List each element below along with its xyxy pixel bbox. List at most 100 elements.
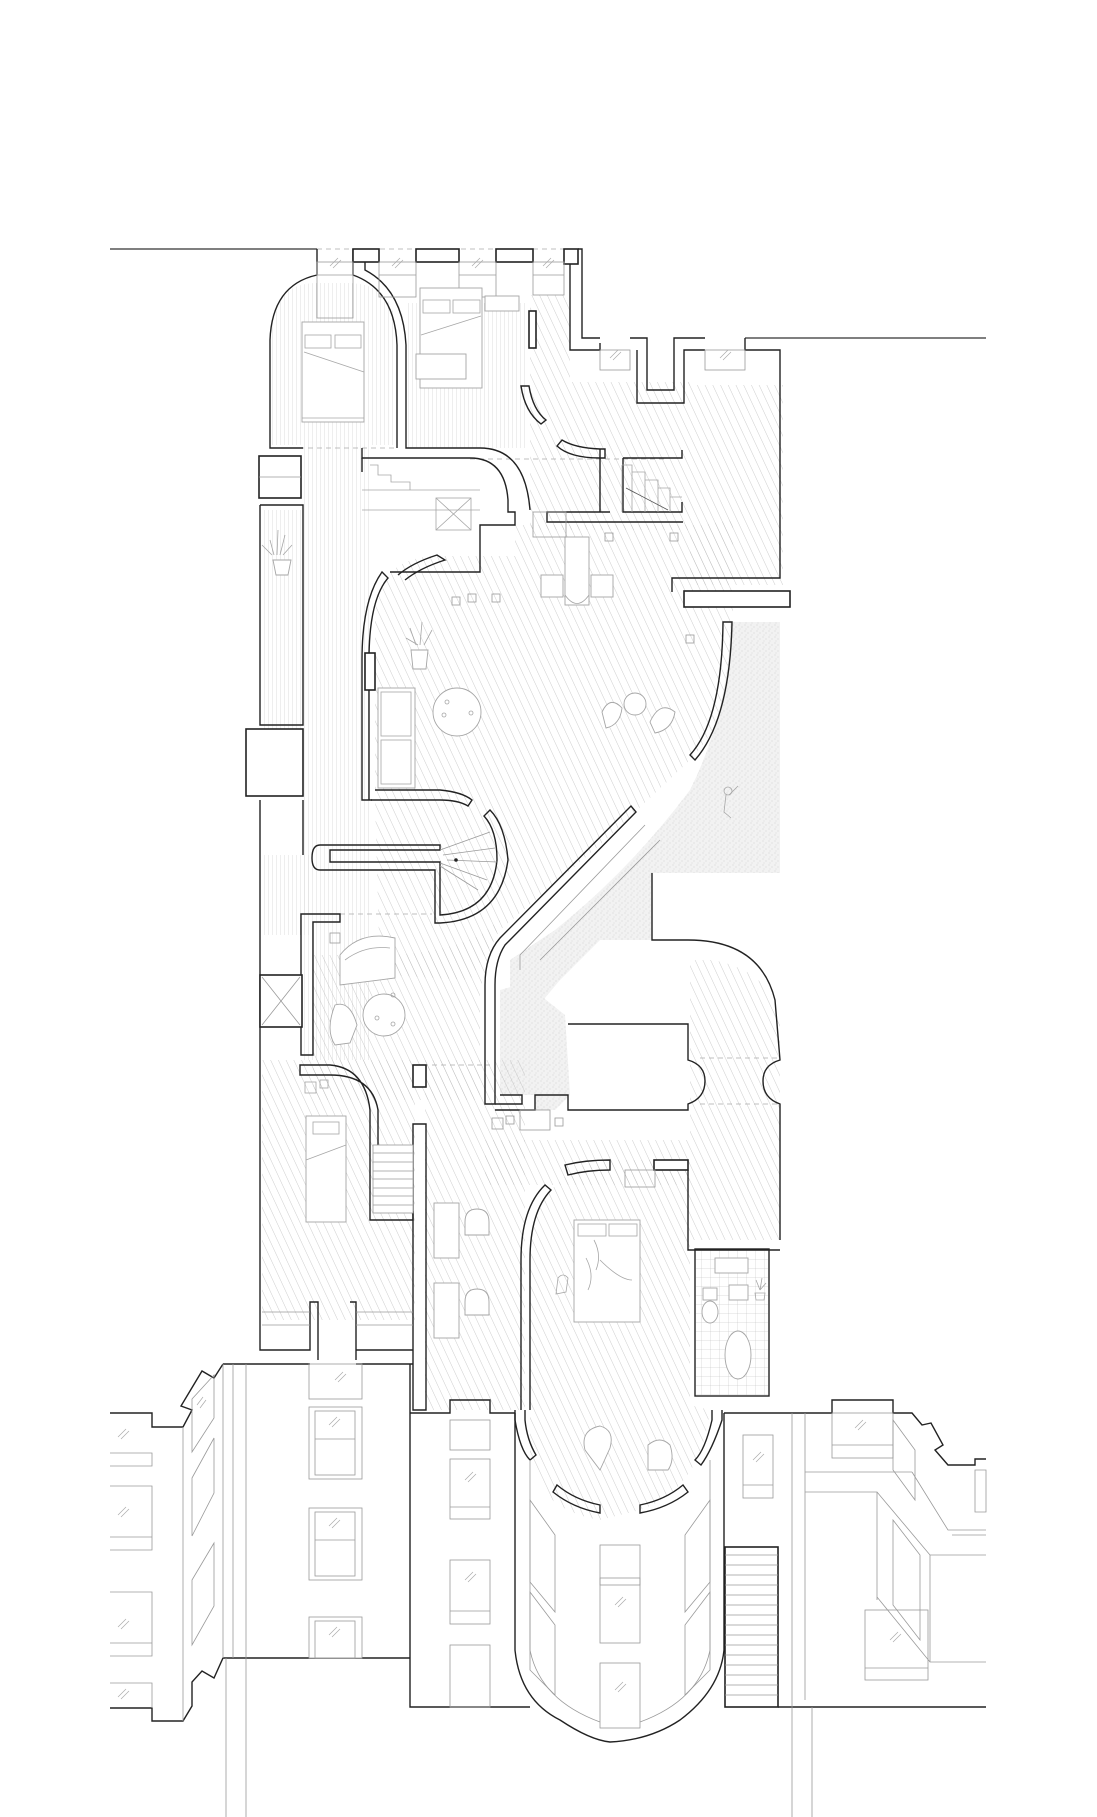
windows-west-far <box>110 1452 153 1708</box>
sofa-living <box>377 687 416 789</box>
tower-window-2 <box>599 1662 641 1729</box>
window-west-2 <box>308 1507 363 1581</box>
wall-oval-bedroom-west <box>520 1184 553 1410</box>
spiral-stair <box>311 809 509 924</box>
floor-living-room <box>375 520 733 980</box>
stair-northwest-unit <box>362 464 480 531</box>
wall-east-outer <box>671 338 781 592</box>
window-north-6 <box>704 349 746 371</box>
spiral-stair-treads <box>439 831 498 891</box>
stair-north-hall <box>621 464 682 512</box>
wall-stair-core <box>546 449 683 523</box>
walls-living <box>361 554 781 1240</box>
floor-corridor-west-strip <box>263 510 303 730</box>
closet-north-2 <box>669 532 679 542</box>
spiral-stair-arrow <box>454 858 458 862</box>
facade-east-lines <box>791 1413 986 1817</box>
double-bed-north-arched <box>301 321 365 423</box>
stair-east-treads <box>725 1554 778 1696</box>
wall-oval-bedroom-north <box>564 1159 611 1176</box>
wall-block-north-2 <box>415 248 460 263</box>
oval-bedroom-threshold <box>624 1169 656 1188</box>
potted-plant-living <box>405 621 433 670</box>
wall-block-north-4 <box>563 248 579 265</box>
facade-south <box>110 1363 987 1817</box>
wall-block-north-3 <box>495 248 534 263</box>
windows-east <box>742 1412 987 1681</box>
figures-oval <box>555 1274 569 1295</box>
windows-west-bay <box>191 1373 215 1647</box>
window-north-4 <box>532 261 565 296</box>
wall-notch <box>630 337 705 404</box>
stair-treads-bedroom-single <box>373 1152 413 1206</box>
wall-oval-bedroom-southeast <box>693 1410 723 1467</box>
floor-hall-east <box>690 960 780 1240</box>
toilet <box>701 1300 719 1324</box>
wall-east-inner-block <box>495 1023 706 1111</box>
window-middle-3 <box>449 1644 491 1708</box>
person-terrace <box>723 785 739 819</box>
closet-living-3 <box>491 593 501 603</box>
window-west-top <box>308 1363 363 1400</box>
wall-living-south <box>371 789 473 807</box>
double-bed-north <box>415 287 520 389</box>
wall-diagonal-stair <box>484 804 637 1105</box>
wall-living-east-curve <box>689 621 733 762</box>
floor-bedroom-oval <box>530 1160 710 1520</box>
window-middle-2 <box>449 1559 491 1625</box>
chairs-oval <box>583 1425 673 1471</box>
walls-north <box>245 248 791 1060</box>
closet-north-1 <box>604 532 614 542</box>
tower-window-1 <box>599 1577 641 1644</box>
facade-west-pilaster <box>182 1364 247 1817</box>
closet-hall-1 <box>491 1117 504 1130</box>
stair-diagonal-edge <box>519 824 661 970</box>
window-north-2 <box>378 261 417 298</box>
sink <box>728 1284 749 1301</box>
wall-arched-bedroom-east <box>352 249 398 448</box>
stair-east-facade <box>724 1546 779 1708</box>
armchair-lounge <box>329 1003 358 1046</box>
wall-oval-bedroom-bottom <box>552 1483 689 1514</box>
north-hall-threshold <box>532 511 567 538</box>
wall-living-west-curve <box>361 570 389 801</box>
windows-west-main <box>308 1363 363 1659</box>
wall-lounge-west <box>300 913 341 1056</box>
window-middle-1 <box>449 1458 491 1520</box>
box-closet-west <box>245 728 304 797</box>
wall-curved-north-stair <box>520 385 548 425</box>
window-living-west <box>364 652 376 691</box>
windows-middle <box>449 1419 491 1708</box>
facade-west-bottom <box>110 1657 410 1722</box>
vanity <box>714 1257 749 1274</box>
double-bed-oval <box>573 1219 641 1323</box>
closet-lounge-1 <box>329 932 341 944</box>
wall-east-block <box>651 873 781 1240</box>
wall-northwest-unit <box>361 448 516 573</box>
closet-hall-2 <box>505 1115 515 1125</box>
tower-windows <box>529 1498 711 1729</box>
wall-oval-bedroom-block <box>653 1159 689 1171</box>
facade-middle-outline <box>409 1364 530 1708</box>
walls-oval-bedroom <box>514 1159 780 1514</box>
wall-west-corridor <box>259 504 304 726</box>
round-table-lounge <box>362 992 406 1037</box>
floor-stair-landing-west <box>262 855 312 935</box>
closet-hall-3 <box>554 1117 564 1127</box>
round-table-living <box>432 687 482 737</box>
walls-lounge <box>259 913 341 1056</box>
toilet-tank <box>702 1287 718 1301</box>
closet-living-1 <box>451 596 461 606</box>
loveseat-lounge <box>339 935 396 986</box>
wall-block-east-bar <box>683 590 791 608</box>
nightstand-single-1 <box>304 1081 317 1094</box>
nightstand-single-2 <box>319 1079 329 1089</box>
bathtub <box>724 1330 752 1380</box>
facade-east-outline <box>724 1399 986 1466</box>
wall-oval-bedroom-southwest <box>514 1410 537 1461</box>
wall-inner-stipple-edge <box>495 1094 523 1105</box>
hall-threshold <box>519 1109 551 1131</box>
closet-cross <box>261 976 301 1026</box>
wall-spiral-stair <box>311 809 509 924</box>
